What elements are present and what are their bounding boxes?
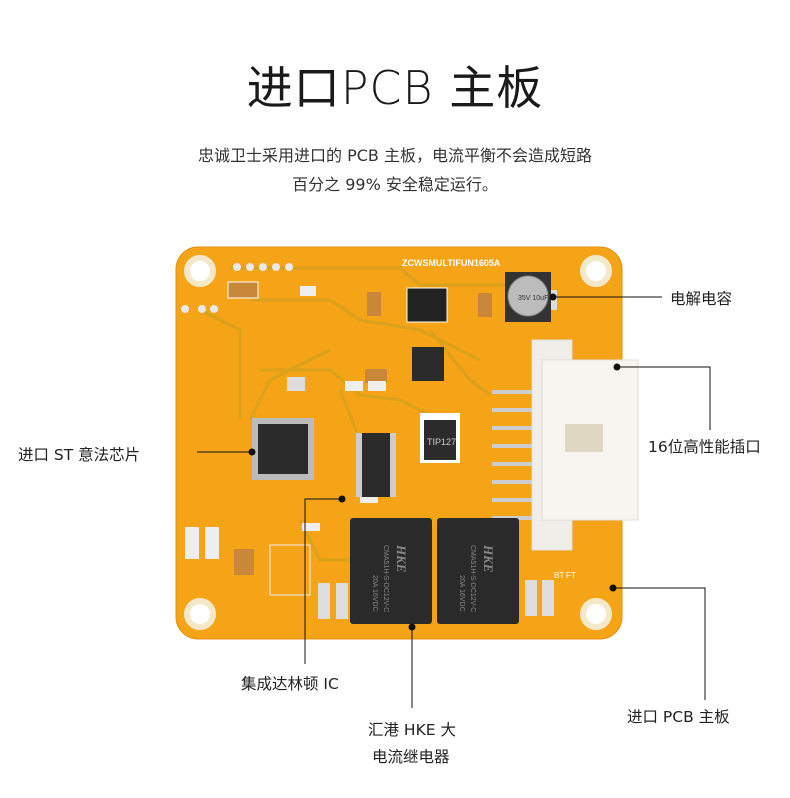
header-pins — [181, 263, 293, 313]
hke-relays: HKE HKE CMA51H-S-DC12V-C CMA51H-S-DC12V-… — [350, 518, 519, 624]
tip127-transistor: TIP127 — [420, 413, 460, 463]
svg-text:CMA51H-S-DC12V-C: CMA51H-S-DC12V-C — [469, 545, 476, 612]
16-pin-connector — [531, 339, 639, 551]
svg-text:HKE: HKE — [394, 544, 409, 573]
mounting-holes — [184, 255, 612, 630]
capacitor-marking: 35V 10uF — [518, 295, 548, 302]
svg-text:TIP127: TIP127 — [427, 437, 456, 447]
callout-mcu: 进口 ST 意法芯片 — [18, 446, 141, 464]
silkscreen-model: ZCWSMULTIFUN1605A — [402, 258, 501, 268]
pad-label-bt: BT — [554, 571, 564, 580]
svg-text:CMA51H-S-DC12V-C: CMA51H-S-DC12V-C — [382, 545, 389, 612]
svg-text:20A 16VDC: 20A 16VDC — [371, 575, 378, 612]
st-mcu-chip — [252, 418, 314, 480]
svg-text:HKE: HKE — [481, 544, 496, 573]
pad-label-ft: FT — [566, 571, 576, 580]
callout-capacitor: 电解电容 — [670, 290, 733, 308]
svg-text:20A 16VDC: 20A 16VDC — [458, 575, 465, 612]
callout-relay-line1: 汇港 HKE 大 — [368, 721, 456, 739]
subtitle-line-2: 百分之 99% 安全稳定运行。 — [292, 175, 498, 194]
subtitle-line-1: 忠诚卫士采用进口的 PCB 主板，电流平衡不会造成短路 — [198, 146, 592, 165]
callout-pcb: 进口 PCB 主板 — [627, 708, 730, 726]
callout-lines — [197, 293, 711, 708]
darlington-ic — [356, 433, 396, 497]
callout-darlington: 集成达林顿 IC — [241, 675, 339, 693]
electrolytic-capacitor: 35V 10uF — [505, 272, 551, 322]
callout-connector: 16位高性能插口 — [648, 438, 761, 456]
page-title: 进口PCB 主板 — [246, 61, 544, 115]
callout-relay-line2: 电流继电器 — [372, 748, 450, 766]
